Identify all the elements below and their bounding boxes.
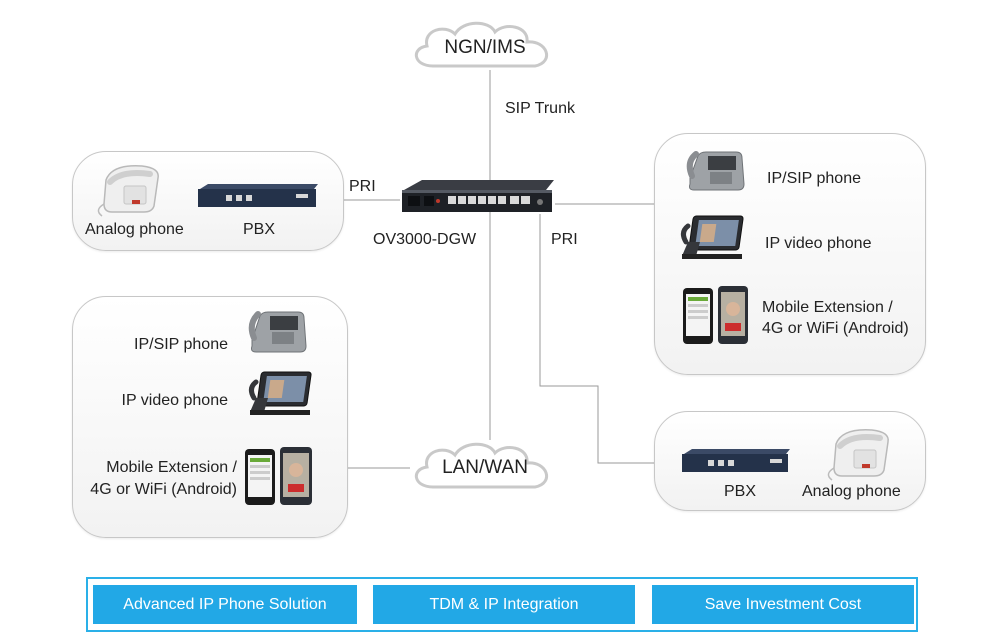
left-bottom-mobile-line2: 4G or WiFi (Android) bbox=[90, 481, 237, 498]
left-bottom-mobile-line1: Mobile Extension / bbox=[106, 459, 237, 476]
smartphone-icon bbox=[683, 286, 748, 344]
feature-save-investment: Save Investment Cost bbox=[652, 585, 914, 624]
ngn-cloud-label: NGN/IMS bbox=[444, 37, 526, 58]
right-bottom-analog-label: Analog phone bbox=[802, 483, 901, 500]
lan-cloud-label: LAN/WAN bbox=[442, 457, 528, 478]
sip-trunk-label: SIP Trunk bbox=[505, 100, 575, 117]
ngn-cloud-icon bbox=[415, 21, 549, 68]
analog-phone-icon bbox=[827, 429, 889, 481]
pri-right-label: PRI bbox=[551, 231, 578, 248]
gateway-label: OV3000-DGW bbox=[373, 231, 477, 248]
left-top-analog-label: Analog phone bbox=[85, 221, 184, 238]
pbx-device-icon bbox=[682, 449, 790, 472]
feature-advanced-ip-phone: Advanced IP Phone Solution bbox=[93, 585, 357, 624]
left-top-pbx-label: PBX bbox=[243, 221, 276, 238]
right-top-mobile-line2: 4G or WiFi (Android) bbox=[762, 320, 909, 337]
feature-bar: Advanced IP Phone Solution TDM & IP Inte… bbox=[86, 577, 918, 632]
ip-phone-icon bbox=[686, 151, 745, 191]
right-bottom-pbx-label: PBX bbox=[724, 483, 757, 500]
left-bottom-video-label: IP video phone bbox=[121, 392, 228, 409]
analog-phone-icon bbox=[97, 165, 159, 217]
right-top-video-label: IP video phone bbox=[765, 235, 872, 252]
ip-phone-icon bbox=[248, 311, 307, 353]
right-top-mobile-line1: Mobile Extension / bbox=[762, 299, 893, 316]
feature-tdm-ip-integration: TDM & IP Integration bbox=[373, 585, 635, 624]
right-top-ip-sip-label: IP/SIP phone bbox=[767, 170, 861, 187]
pbx-device-icon bbox=[198, 184, 318, 207]
lan-cloud-icon bbox=[415, 442, 549, 489]
pri-left-label: PRI bbox=[349, 178, 376, 195]
smartphone-icon bbox=[245, 447, 312, 505]
video-phone-icon bbox=[248, 371, 312, 415]
left-bottom-ip-sip-label: IP/SIP phone bbox=[134, 336, 228, 353]
video-phone-icon bbox=[680, 215, 744, 259]
gateway-device-icon bbox=[402, 180, 554, 212]
